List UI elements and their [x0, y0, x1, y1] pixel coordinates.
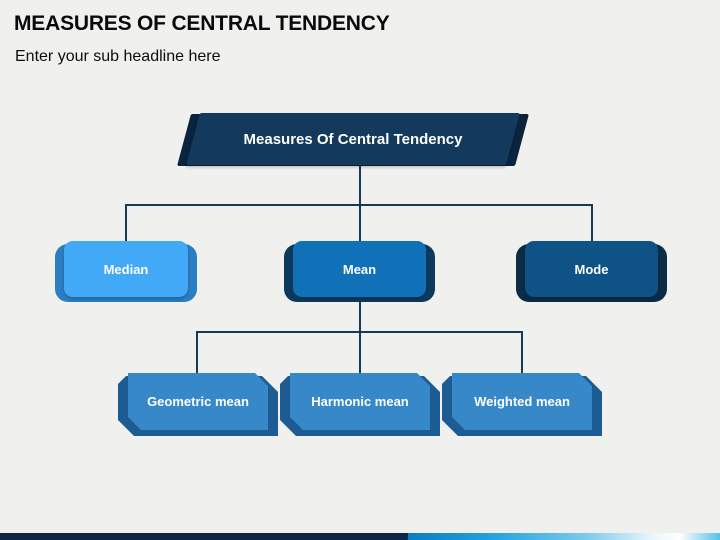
node-median-shape — [64, 241, 188, 297]
node-mean-shape — [293, 241, 426, 297]
node-mode: Mode — [516, 241, 667, 302]
node-root: Measures Of Central Tendency — [177, 113, 529, 166]
node-weighted-mean-shape — [452, 373, 592, 430]
connector-to-harmonic-mean — [359, 331, 361, 373]
page-title: MEASURES OF CENTRAL TENDENCY — [14, 12, 390, 35]
bottom-bar-gradient-segment — [408, 533, 720, 540]
node-harmonic-mean: Harmonic mean — [290, 373, 430, 430]
node-weighted-mean-label: Weighted mean — [474, 394, 570, 409]
connector-to-mode — [591, 204, 593, 241]
node-mean-label: Mean — [342, 261, 377, 277]
node-median-label: Median — [103, 261, 149, 277]
connector-to-weighted-mean — [521, 331, 523, 373]
node-weighted-mean: Weighted mean — [452, 373, 592, 430]
node-geometric-mean-label: Geometric mean — [147, 394, 249, 409]
node-harmonic-mean-shape — [290, 373, 430, 430]
connector-to-median — [125, 204, 127, 241]
node-mode-shape — [525, 241, 658, 297]
node-root-label: Measures Of Central Tendency — [243, 130, 463, 148]
connector-root-down — [359, 165, 361, 205]
connector-mean-down — [359, 297, 361, 333]
node-geometric-mean: Geometric mean — [128, 373, 268, 430]
sub-headline: Enter your sub headline here — [15, 48, 221, 65]
node-geometric-mean-shape — [128, 373, 268, 430]
node-mode-label: Mode — [574, 261, 609, 277]
connector-to-geometric-mean — [196, 331, 198, 373]
node-mean: Mean — [284, 241, 435, 302]
connector-to-mean — [359, 204, 361, 241]
node-harmonic-mean-label: Harmonic mean — [311, 394, 409, 409]
bottom-bar-navy-segment — [0, 533, 408, 540]
node-median: Median — [55, 241, 197, 302]
bottom-accent-bar — [0, 533, 720, 540]
